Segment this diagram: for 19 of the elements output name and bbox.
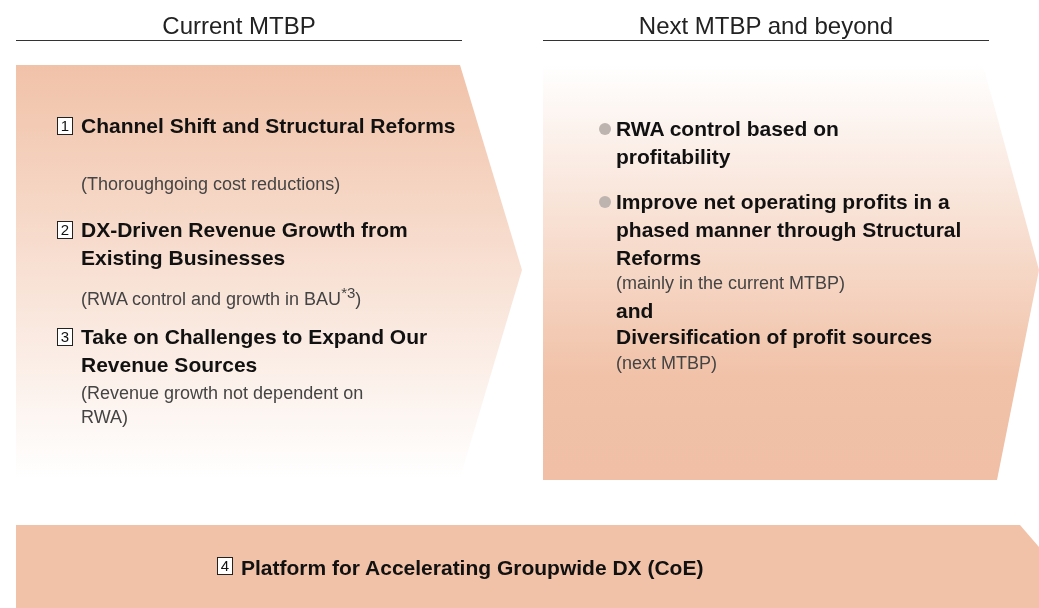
item-heading: DX-Driven Revenue Growth from Existing Businesses [81,217,409,271]
item-heading: Take on Challenges to Expand Our Revenue Sources [81,324,429,378]
item-note: (Thoroughgoing cost reductions) [81,173,342,196]
number-badge: 2 [57,221,73,239]
number-badge: 3 [57,328,73,346]
item-note: (Revenue growth not dependent on RWA) [81,382,365,429]
bullet-text: RWA control based on profitability [616,116,840,170]
number-badge: 4 [217,557,233,575]
bullet-text: Improve net operating profits in a phased manner through Structural Reforms [616,189,963,271]
band-text: Platform for Accelerating Groupwide DX (CoE) [241,555,705,581]
item-note: (next MTBP) [616,352,718,375]
number-badge: 1 [57,117,73,135]
item-note: (RWA control and growth in BAU$^{*3}$) [81,283,363,311]
item-heading: Channel Shift and Structural Reforms [81,113,457,139]
bullet-text: Diversification of profit sources [616,324,934,350]
section-heading: Current MTBP [161,12,317,40]
item-note: (mainly in the current MTBP) [616,272,847,295]
section-heading: Next MTBP and beyond [637,12,895,40]
connector-word: and [616,298,655,324]
